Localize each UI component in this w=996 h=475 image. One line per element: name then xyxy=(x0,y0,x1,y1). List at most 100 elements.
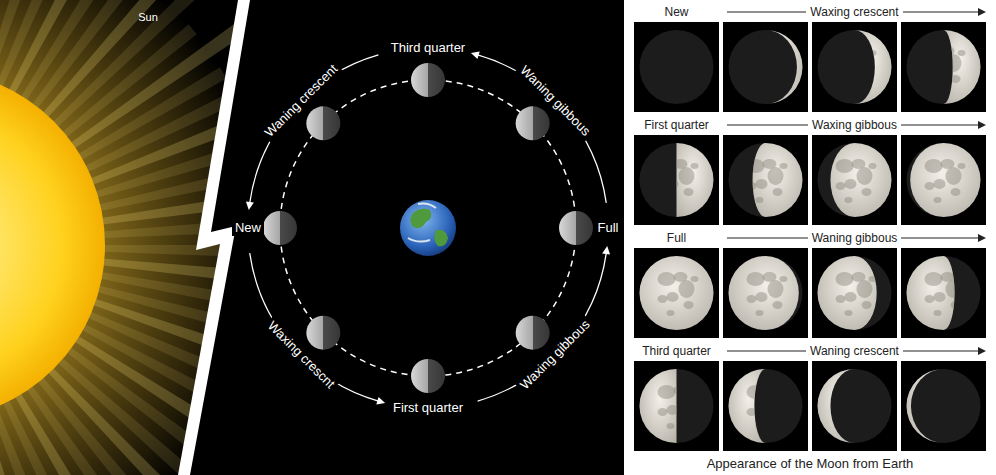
moon-mare xyxy=(857,54,873,72)
moon-mare xyxy=(958,276,966,282)
moon-lit-face xyxy=(729,369,766,443)
moon-mare xyxy=(780,163,788,169)
moon-maria xyxy=(836,46,877,90)
moon-dark-disc xyxy=(907,143,981,217)
moon-mare xyxy=(691,389,699,395)
orbit-moon xyxy=(516,106,550,140)
moon-mare xyxy=(934,84,942,90)
moon-lit-face xyxy=(830,143,891,217)
moon-mare xyxy=(845,197,853,203)
moon-mare xyxy=(747,159,765,173)
moon-dark-disc xyxy=(818,256,892,330)
direction-arrowhead xyxy=(246,201,254,209)
moon-maria xyxy=(747,159,788,203)
phase-cell xyxy=(812,248,897,338)
moon-mare xyxy=(857,167,873,185)
moon-mare xyxy=(756,310,764,316)
moon-maria xyxy=(925,272,966,316)
moon-lit-face xyxy=(729,256,799,330)
moon-mare xyxy=(869,389,877,395)
moon-mare xyxy=(925,159,943,173)
moon-maria xyxy=(747,385,788,429)
earth-land xyxy=(410,208,431,228)
moon-mare xyxy=(836,408,846,416)
moon-mare xyxy=(667,179,679,189)
phase-range-arrowhead xyxy=(978,347,986,355)
row-phase-label: Third quarter xyxy=(638,344,715,358)
orbit-moon xyxy=(559,211,593,245)
moon-lit-face xyxy=(910,143,980,217)
moon-mare xyxy=(836,295,846,303)
moon-mare xyxy=(691,163,699,169)
moon-mare xyxy=(773,75,783,83)
moon-mare xyxy=(925,69,935,77)
moon-mare xyxy=(951,301,961,309)
moon-mare xyxy=(946,54,962,72)
sun-group xyxy=(0,0,350,475)
moon-mare xyxy=(845,84,853,90)
phase-cell xyxy=(634,22,719,112)
moon-dark-disc xyxy=(907,30,981,104)
moon-mare xyxy=(934,310,942,316)
moon-mare xyxy=(747,408,757,416)
moon-mare xyxy=(768,393,784,411)
moon-mare xyxy=(756,179,768,189)
moon-dark-disc xyxy=(907,369,981,443)
phase-cell xyxy=(901,248,986,338)
moon-mare xyxy=(852,46,866,56)
moon-mare xyxy=(836,46,854,60)
row-phase-label: First quarter xyxy=(640,118,713,132)
moon-mare xyxy=(934,423,942,429)
moon-mare xyxy=(780,389,788,395)
phase-cell xyxy=(723,248,808,338)
moon-mare xyxy=(862,301,872,309)
moon-dark-disc xyxy=(729,143,803,217)
moon-mare xyxy=(773,188,783,196)
moon-dark-disc xyxy=(818,30,892,104)
range-phase-label: Waxing gibbous xyxy=(808,118,901,132)
moon-maria xyxy=(658,272,699,316)
orbit-moon xyxy=(306,316,340,350)
moon-mare xyxy=(679,167,695,185)
range-phase-label: Waning crescent xyxy=(806,344,903,358)
phase-position-label: New xyxy=(232,220,264,236)
moon-lit-face xyxy=(753,143,803,217)
sun-label: Sun xyxy=(138,11,158,24)
moon-mare xyxy=(773,414,783,422)
moon-mare xyxy=(958,389,966,395)
moon-mare xyxy=(958,50,966,56)
moon-dark-disc xyxy=(729,369,803,443)
moon-mare xyxy=(836,385,854,399)
moon-mare xyxy=(862,75,872,83)
moon-mare xyxy=(667,405,679,415)
orbit-moon xyxy=(306,106,340,140)
moon-mare xyxy=(658,295,668,303)
moon-dark-disc xyxy=(818,143,892,217)
moon-mare xyxy=(756,66,768,76)
row-phase-label: Full xyxy=(663,231,690,245)
orbit-moon xyxy=(411,63,445,97)
direction-arc xyxy=(478,253,607,401)
moon-mare xyxy=(845,292,857,302)
figure-caption: Appearance of the Moon from Earth xyxy=(707,456,914,472)
moon-mare xyxy=(768,54,784,72)
phase-grid xyxy=(634,8,986,451)
moon-mare xyxy=(946,167,962,185)
phase-cell xyxy=(901,22,986,112)
moon-mare xyxy=(925,272,943,286)
phase-cell xyxy=(901,135,986,225)
moon-mare xyxy=(756,292,768,302)
moon-mare xyxy=(679,280,695,298)
moon-mare xyxy=(747,295,757,303)
moon-mare xyxy=(845,423,853,429)
moon-maria xyxy=(747,272,788,316)
moon-mare xyxy=(763,46,777,56)
moon-mare xyxy=(836,69,846,77)
earth-land xyxy=(434,230,448,247)
moon-mare xyxy=(679,393,695,411)
direction-arrowhead xyxy=(471,51,480,59)
phase-arc-label: Waxing crescnt xyxy=(262,316,340,394)
moon-dark-disc xyxy=(818,369,892,443)
phase-cell xyxy=(901,361,986,451)
moon-maria xyxy=(836,385,877,429)
